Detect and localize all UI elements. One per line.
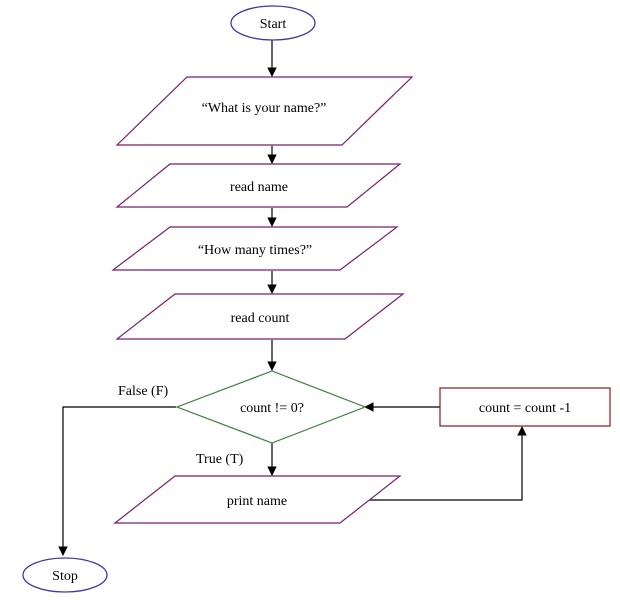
start-label: Start [260, 17, 287, 32]
stop-terminal [22, 557, 108, 593]
stop-label: Stop [52, 569, 78, 584]
decrement-process [439, 387, 611, 427]
start-terminal [230, 5, 316, 41]
prompt-times-label: “How many times?” [198, 243, 312, 258]
read-count-label: read count [231, 311, 290, 326]
prompt-times-io [111, 226, 399, 271]
read-name-io [115, 163, 402, 208]
read-count-io [115, 293, 405, 340]
prompt-name-label: “What is your name?” [202, 101, 327, 116]
decision-diamond [175, 370, 367, 444]
edge-print-name-to-decrement [362, 426, 527, 501]
false-branch-label: False (F) [118, 384, 169, 399]
read-name-label: read name [230, 180, 288, 195]
true-branch-label: True (T) [196, 452, 244, 467]
prompt-name-io [115, 76, 414, 146]
print-name-io [113, 475, 402, 524]
print-name-label: print name [227, 494, 287, 509]
decrement-label: count = count -1 [479, 401, 571, 416]
decision-label: count != 0? [240, 401, 304, 416]
edge-decision-false-to-stop [58, 406, 176, 556]
